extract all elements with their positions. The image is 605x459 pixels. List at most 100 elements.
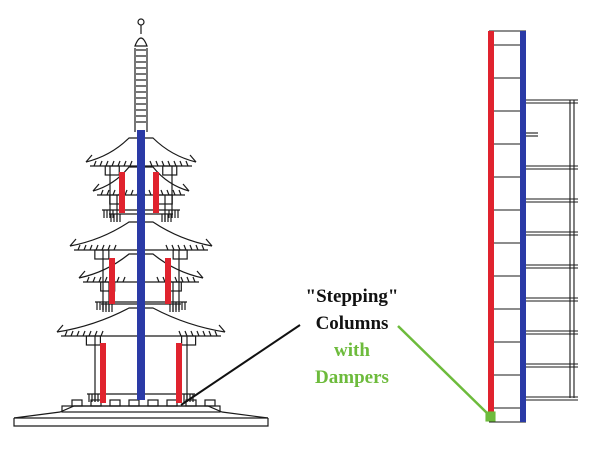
roof-eave-tip <box>182 183 190 192</box>
rafter <box>160 189 164 196</box>
damper-marker <box>485 411 496 422</box>
rafter <box>161 160 165 167</box>
rafter <box>98 276 102 283</box>
rafter <box>92 276 96 283</box>
leader-line-columns <box>180 324 301 406</box>
rafter <box>166 189 170 196</box>
bracket <box>85 335 102 346</box>
rafter <box>148 189 152 196</box>
rafter <box>77 244 81 251</box>
footing-block <box>147 399 159 407</box>
finial-cap <box>134 37 148 47</box>
rafter <box>174 276 178 283</box>
label-with: with <box>334 340 370 361</box>
rafter <box>122 276 126 283</box>
rafter <box>113 244 117 251</box>
rafter <box>123 160 127 167</box>
label-stepping: "Stepping" <box>305 286 399 307</box>
rafter <box>124 189 128 196</box>
rafter <box>112 189 116 196</box>
rafter <box>165 244 169 251</box>
rafter <box>192 276 196 283</box>
rafter <box>162 276 166 283</box>
column-elevation <box>485 30 578 423</box>
rafter <box>156 276 160 283</box>
finial-tip <box>137 18 145 26</box>
rafter <box>104 276 108 283</box>
rafter <box>214 330 218 337</box>
pagoda-columns <box>100 130 182 403</box>
rafter <box>184 330 188 337</box>
rafter <box>185 160 189 167</box>
roof-eave-tip <box>69 238 77 247</box>
rafter <box>178 189 182 196</box>
plinth <box>61 405 221 413</box>
rafter <box>116 276 120 283</box>
rafter <box>95 244 99 251</box>
rafter <box>171 244 175 251</box>
rafter <box>106 189 110 196</box>
roof-eave-tip <box>218 324 226 333</box>
bracket <box>104 165 120 176</box>
rafter <box>70 330 74 337</box>
footing-block <box>128 399 140 407</box>
rafter <box>196 330 200 337</box>
rafter <box>64 330 68 337</box>
rafter <box>179 160 183 167</box>
rafter <box>173 160 177 167</box>
rafter <box>88 330 92 337</box>
leader-line-dampers <box>397 325 489 415</box>
roof-eave-tip <box>56 324 64 333</box>
label-columns: Columns <box>315 313 389 334</box>
label-dampers: Dampers <box>315 367 389 388</box>
footing-block <box>71 399 83 407</box>
rafter <box>178 330 182 337</box>
rafter <box>94 330 98 337</box>
roof-eave-tip <box>205 238 213 247</box>
rafter <box>186 276 190 283</box>
bracket <box>172 249 188 260</box>
rafter <box>195 244 199 251</box>
footing-block <box>204 399 216 407</box>
rafter <box>82 330 86 337</box>
rafter <box>99 160 103 167</box>
rafter <box>202 330 206 337</box>
roof-eave-tip <box>196 270 204 279</box>
rafter <box>101 244 105 251</box>
rafter <box>107 244 111 251</box>
rafter <box>130 189 134 196</box>
rafter <box>100 189 104 196</box>
rafter <box>149 160 153 167</box>
rafter <box>117 160 121 167</box>
rafter <box>86 276 90 283</box>
rafter <box>172 189 176 196</box>
bracket <box>94 249 110 260</box>
rafter <box>111 160 115 167</box>
rafter <box>167 160 171 167</box>
rafter <box>83 244 87 251</box>
footing-block <box>166 399 178 407</box>
rafter <box>180 276 184 283</box>
leader-lines <box>180 324 489 415</box>
bracket <box>181 335 197 346</box>
base-slab <box>13 418 269 427</box>
rafter <box>155 160 159 167</box>
rafter <box>89 244 93 251</box>
bracket <box>162 165 178 176</box>
rafter <box>190 330 194 337</box>
rafter <box>100 330 104 337</box>
roof-eave-tip <box>78 270 86 279</box>
rafter <box>105 160 109 167</box>
rafter <box>208 330 212 337</box>
rafter <box>76 330 80 337</box>
footing-block <box>109 399 121 407</box>
rafter <box>177 244 181 251</box>
footing-block <box>185 399 197 407</box>
rafter <box>201 244 205 251</box>
rafter <box>129 160 133 167</box>
roof-eave-tip <box>92 183 100 192</box>
rafter <box>189 244 193 251</box>
rafter <box>93 160 97 167</box>
